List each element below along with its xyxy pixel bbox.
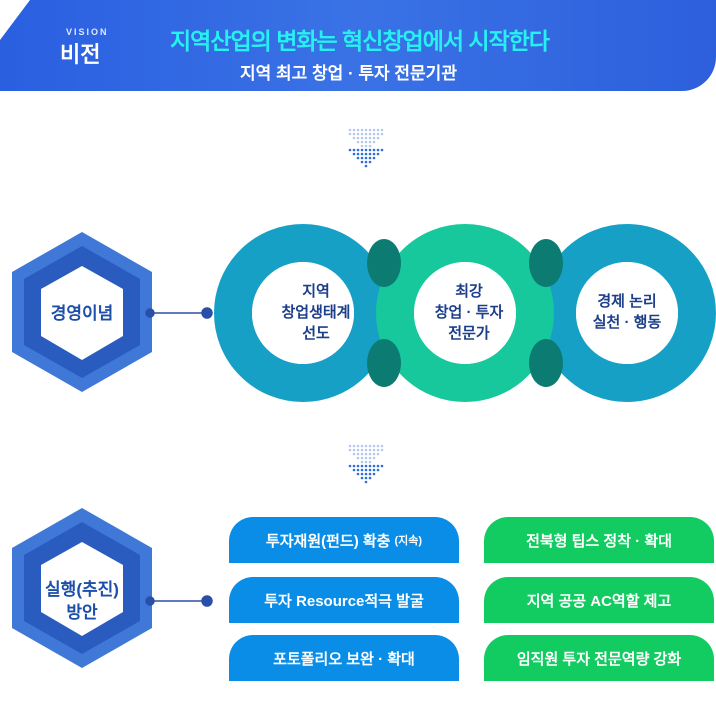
arrow-down-icon <box>348 444 384 484</box>
arrow-down-icon <box>348 128 384 168</box>
plan-item-ac: 지역 공공 AC역할 제고 <box>484 577 714 623</box>
hexagon-execution <box>12 508 152 668</box>
vision-subtitle: 지역 최고 창업 · 투자 전문기관 <box>240 64 457 83</box>
ring-right <box>538 224 716 402</box>
plan-item-fund: 투자재원(펀드) 확충(지속) <box>229 517 459 563</box>
plan-item-portfolio: 포토폴리오 보완 · 확대 <box>229 635 459 681</box>
vision-label-en: VISION <box>66 27 109 37</box>
plan-item-tips: 전북형 팁스 정착 · 확대 <box>484 517 714 563</box>
philosophy-label: 경영이념 <box>50 304 114 323</box>
hexagon-philosophy <box>12 232 152 392</box>
ring-left <box>214 224 392 402</box>
ring-middle <box>376 224 554 402</box>
plan-item-expertise: 임직원 투자 전문역량 강화 <box>484 635 714 681</box>
vision-label-ko: 비전 <box>60 42 101 67</box>
connector-line <box>145 307 213 607</box>
execution-label: 실행(추진)방안 <box>45 580 119 622</box>
ring-overlaps <box>367 239 563 387</box>
plan-item-resource: 투자 Resource적극 발굴 <box>229 577 459 623</box>
vision-title: 지역산업의 변화는 혁신창업에서 시작한다 <box>170 28 550 54</box>
vision-banner: VISION 비전 지역산업의 변화는 혁신창업에서 시작한다 지역 최고 창업… <box>0 0 716 91</box>
